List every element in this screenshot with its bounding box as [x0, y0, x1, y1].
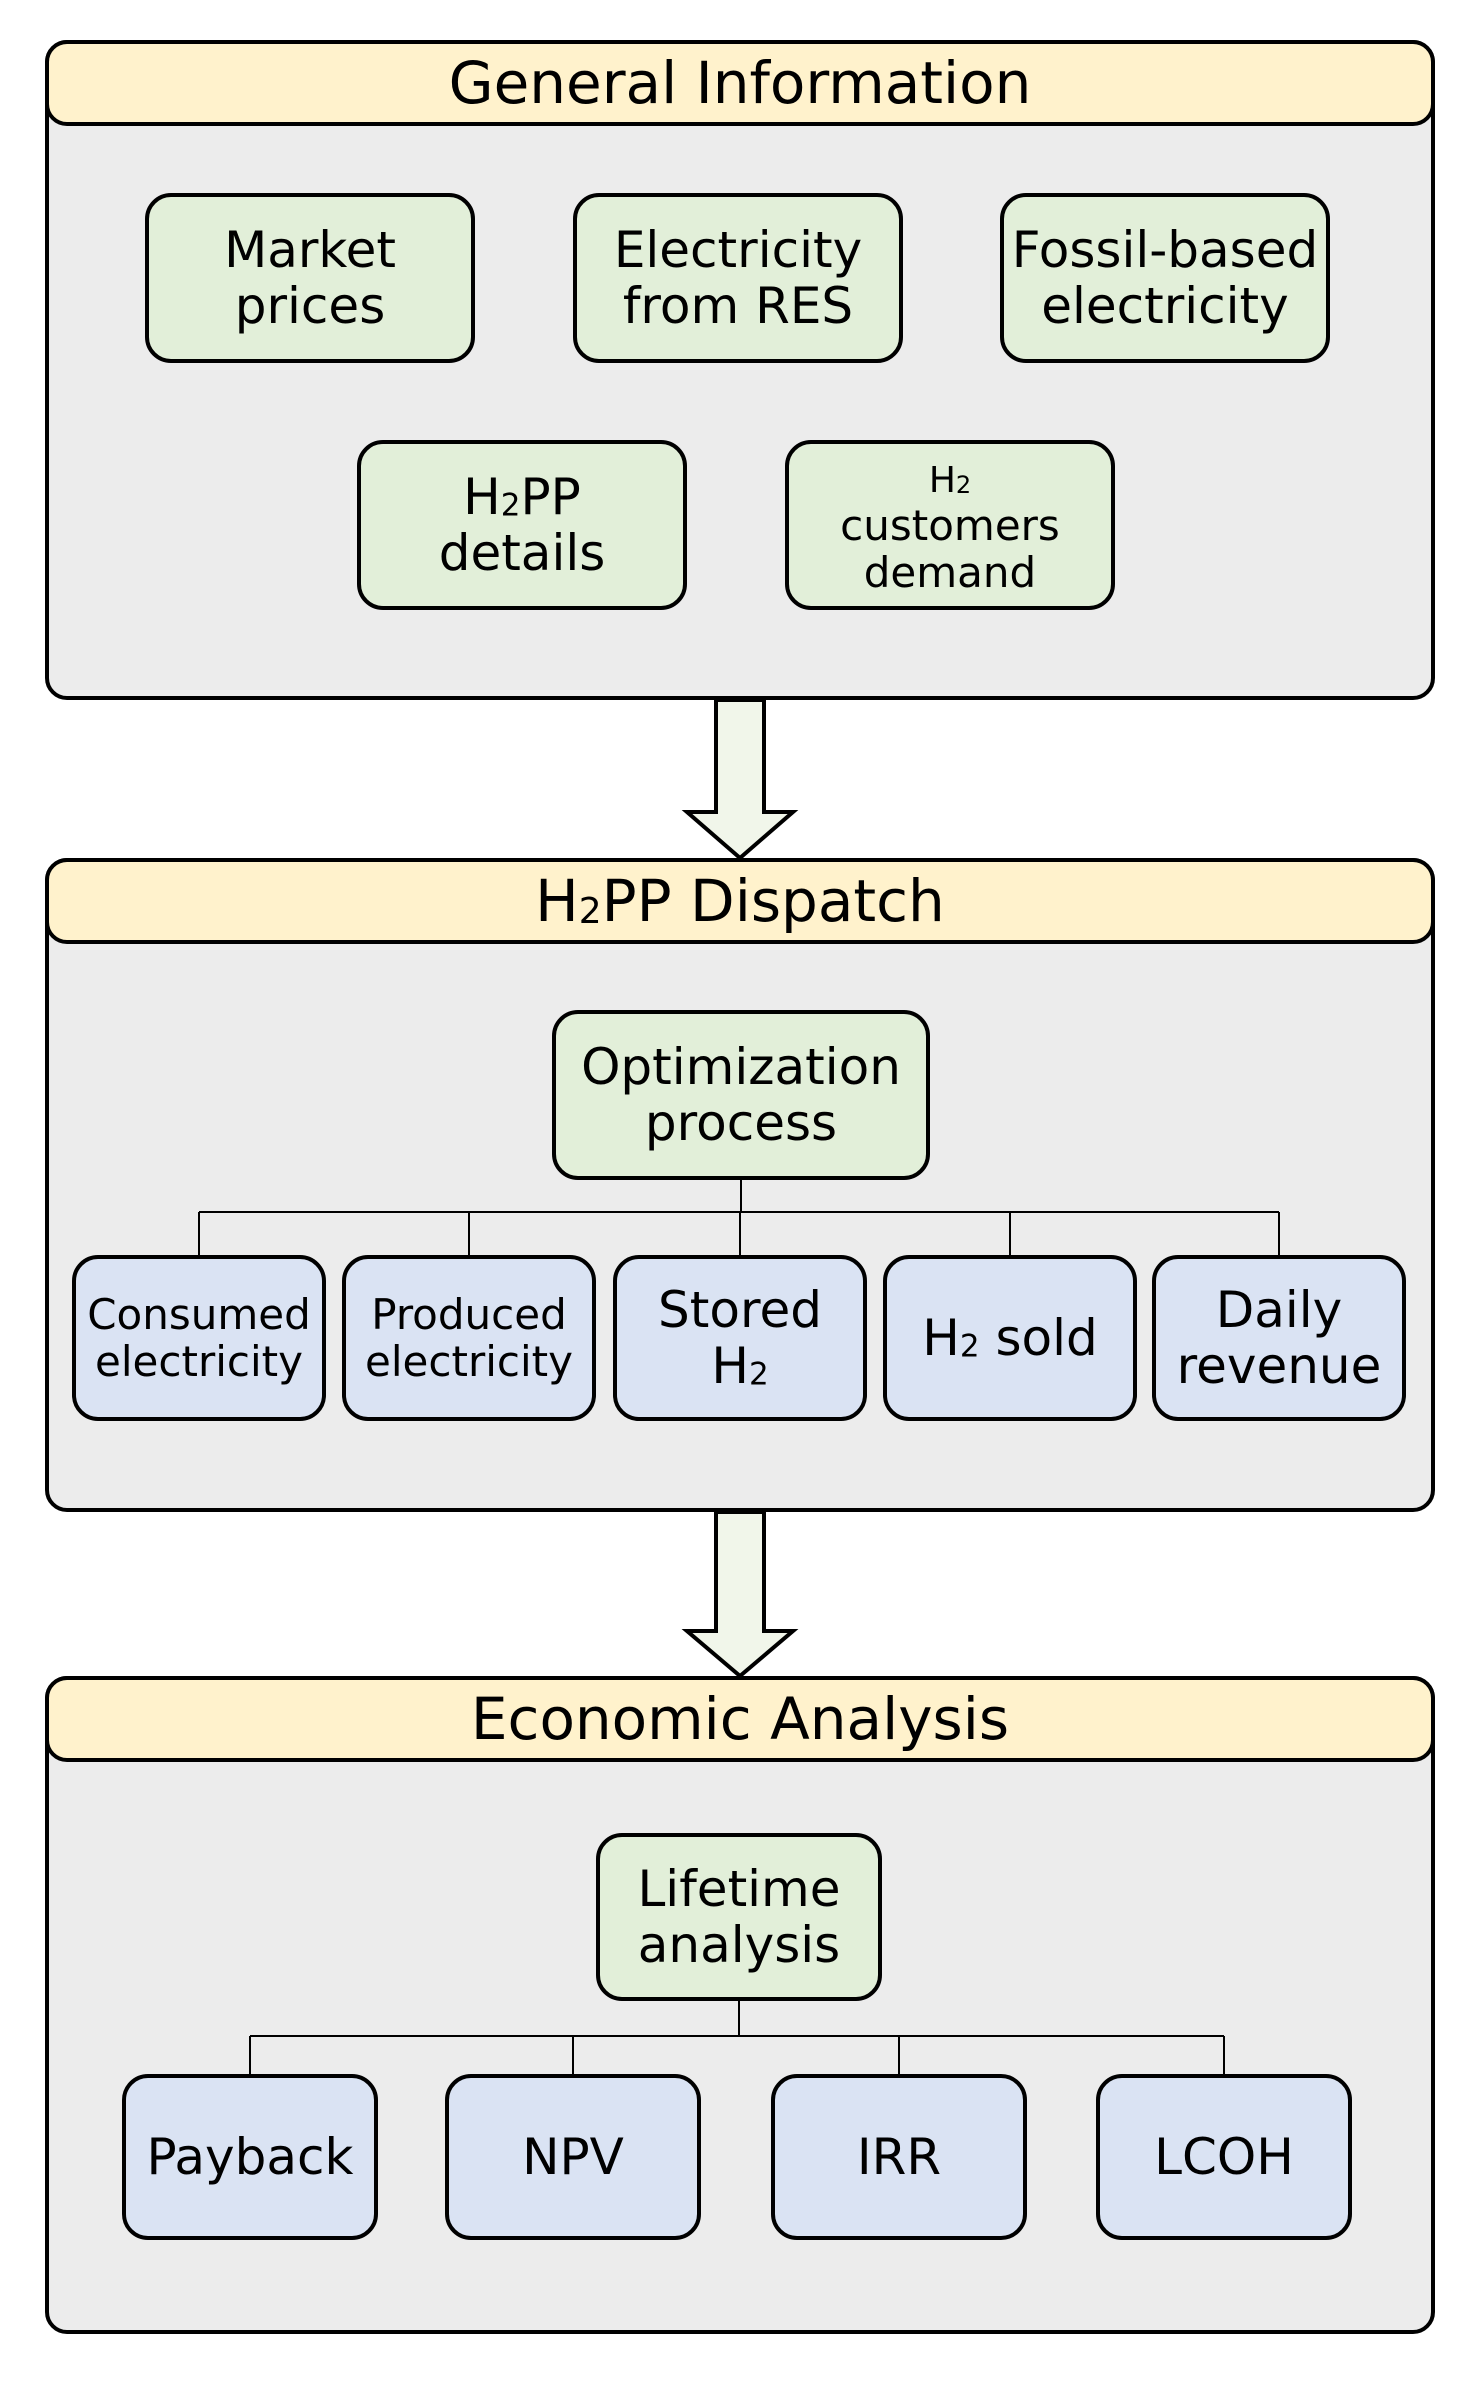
general-information-header: General Information [45, 40, 1435, 126]
down-arrow-2 [681, 1510, 799, 1679]
h2pp-dispatch-title: H2PP Dispatch [535, 867, 945, 935]
economic-tree-connector [249, 2001, 1225, 2074]
h2-sold-box: H2 sold [883, 1255, 1137, 1421]
lcoh-box: LCOH [1096, 2074, 1352, 2240]
npv-box: NPV [445, 2074, 701, 2240]
down-arrow-1 [681, 698, 799, 861]
payback-box: Payback [122, 2074, 378, 2240]
irr-box: IRR [771, 2074, 1027, 2240]
economic-analysis-header: Economic Analysis [45, 1676, 1435, 1762]
general-information-section [45, 40, 1435, 700]
h2pp-dispatch-header: H2PP Dispatch [45, 858, 1435, 944]
economic-analysis-title: Economic Analysis [470, 1685, 1010, 1753]
dispatch-tree-connector [198, 1180, 1280, 1255]
general-information-title: General Information [448, 49, 1032, 117]
